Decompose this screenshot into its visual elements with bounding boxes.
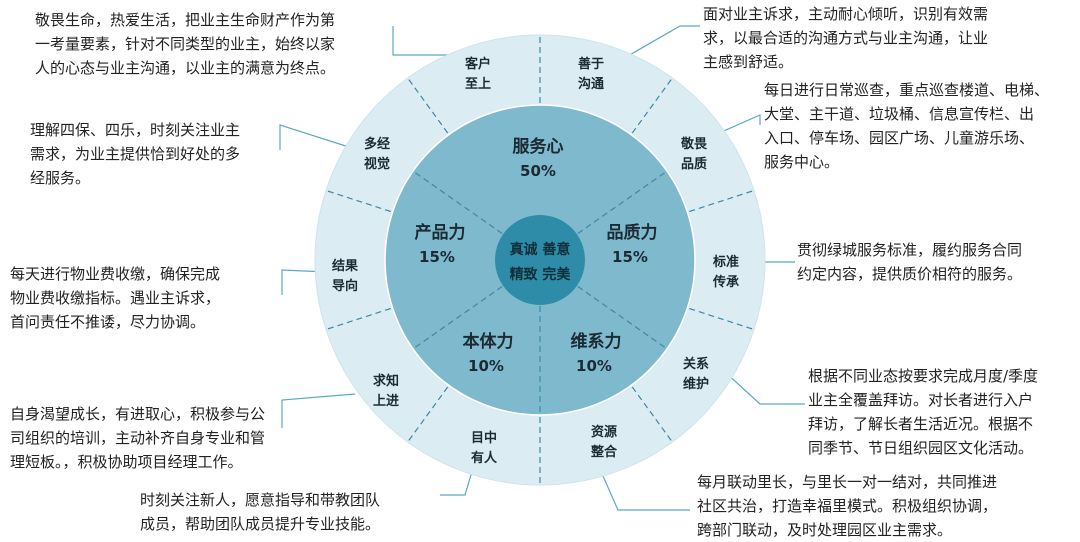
outer-label-jingwei-2: 品质 (681, 156, 707, 172)
inner-label-pinzhili: 品质力 (607, 222, 658, 243)
outer-divider-line (631, 77, 673, 134)
note-guanxi-weihu: 根据不同业态按要求完成月度/季度 业主全覆盖拜访。对长者进行入户 拜访，了解长者… (808, 367, 1039, 457)
outer-label-shanyu-2: 沟通 (578, 76, 604, 92)
inner-pct-bentili: 10% (468, 357, 504, 375)
outer-label-shanyu-1: 善于 (578, 56, 604, 72)
inner-label-bentili: 本体力 (463, 331, 514, 352)
inner-label-chanpinli: 产品力 (415, 222, 466, 243)
inner-label-fuwuxin: 服务心 (513, 136, 564, 157)
inner-dividers (412, 170, 668, 415)
connector-qiuzhi (281, 393, 356, 428)
inner-label-weixili: 维系力 (571, 331, 622, 352)
outer-label-biaozhun-1: 标准 (712, 254, 739, 270)
outer-divider-line (407, 386, 449, 443)
outer-label-ziyuan-1: 资源 (591, 424, 617, 440)
core-line1: 真诚 善意 (510, 241, 571, 258)
outer-divider-line (325, 189, 391, 213)
inner-divider-line (577, 170, 668, 235)
outer-label-muzhong-1: 目中 (471, 430, 497, 446)
outer-label-duojing-2: 视觉 (364, 156, 390, 172)
outer-label-muzhong-2: 有人 (471, 450, 498, 466)
inner-pct-pinzhili: 15% (612, 248, 648, 266)
inner-pct-chanpinli: 15% (419, 248, 455, 266)
inner-pct-weixili: 10% (576, 357, 612, 375)
outer-label-kehu-2: 至上 (465, 77, 491, 92)
outer-label-ziyuan-2: 整合 (590, 444, 618, 460)
outer-label-guanxi-1: 关系 (683, 356, 709, 372)
outer-divider-line (631, 386, 673, 443)
connector-duojing (279, 124, 353, 150)
outer-label-qiuzhi-2: 上进 (373, 394, 399, 409)
inner-divider-line (412, 170, 503, 235)
note-qiuzhi-shangjin: 自身渴望成长，有进取心，积极参与公 司组织的培训，主动补齐自身专业和管 理短板。… (10, 405, 266, 471)
outer-label-biaozhun-2: 传承 (712, 274, 739, 290)
note-jingwei-pinzhi: 每日进行日常巡查，重点巡查楼道、电梯、 大堂、主干道、垃圾桶、信息宣传栏、出 入… (764, 81, 1050, 171)
outer-divider-line (689, 189, 755, 213)
note-kehu-zhishang: 敬畏生命，热爱生活，把业主生命财产作为第 一考量要素，针对不同类型的业主，始终以… (35, 11, 336, 77)
inner-divider-line (412, 285, 503, 350)
core-line2: 精致 完美 (510, 266, 572, 283)
inner-pct-fuwuxin: 50% (520, 162, 556, 180)
inner-divider-line (577, 285, 668, 350)
outer-divider-line (689, 307, 755, 331)
note-duojing-shijue: 理解四保、四乐，时刻关注业主 需求，为业主提供恰到好处的多 经服务。 (30, 121, 241, 187)
outer-label-duojing-1: 多经 (364, 136, 390, 152)
outer-label-jieguo-2: 导向 (332, 278, 358, 294)
note-jieguo-daoxiang: 每天进行物业费收缴，确保完成 物业费收缴指标。遇业主诉求， 首问责任不推诿，尽力… (10, 265, 221, 331)
core-circle (495, 215, 585, 305)
outer-divider-line (325, 307, 391, 331)
outer-divider-line (407, 77, 449, 134)
outer-label-jieguo-1: 结果 (332, 258, 358, 274)
note-muzhong-youren: 时刻关注新人，愿意指导和带教团队 成员，帮助团队成员提升专业技能。 (140, 491, 381, 533)
connector-jieguo (281, 269, 328, 295)
note-ziyuan-zhenghe: 每月联动里长，与里长一对一结对，共同推进 社区共治，打造幸福里模式。积极组织协调… (697, 473, 998, 539)
outer-label-qiuzhi-1: 求知 (373, 373, 399, 389)
outer-label-kehu-1: 客户 (465, 56, 491, 72)
outer-label-jingwei-1: 敬畏 (680, 136, 708, 152)
note-shanyu-goutong: 面对业主诉求，主动耐心倾听，识别有效需 求，以最合适的沟通方式与业主沟通，让业 … (703, 5, 989, 71)
outer-label-guanxi-2: 维护 (683, 376, 709, 392)
outer-dividers (325, 35, 755, 485)
note-biaozhun-chuancheng: 贯彻绿城服务标准，履约服务合同 约定内容，提供质价相符的服务。 (797, 241, 1023, 283)
